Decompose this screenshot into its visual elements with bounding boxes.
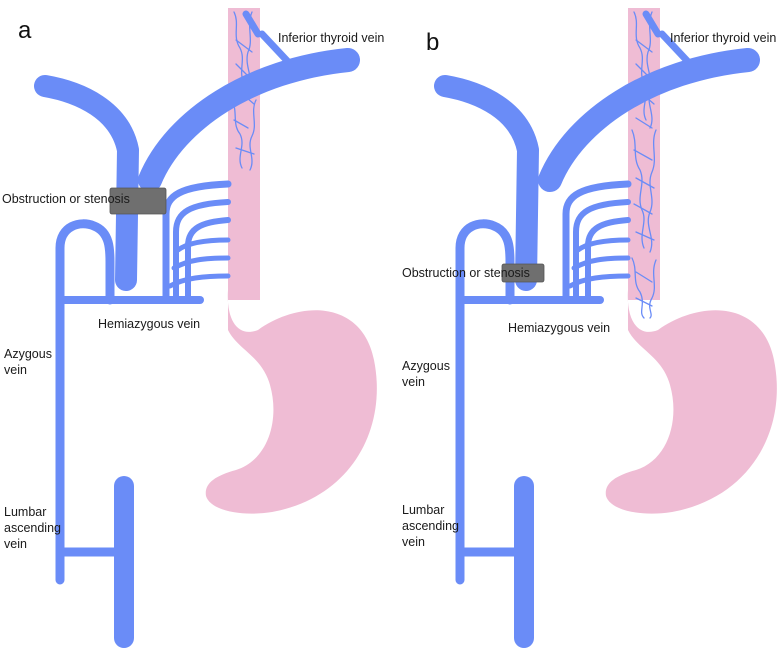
obstruction-block-a <box>109 187 167 215</box>
label-inferior-thyroid-vein-a: Inferior thyroid vein <box>278 31 384 45</box>
label-hemiazygous-vein-b: Hemiazygous vein <box>508 321 610 335</box>
label-lumbar-a-line3: vein <box>4 537 27 551</box>
label-azygous-b-line2: vein <box>402 375 425 389</box>
label-inferior-thyroid-vein-b: Inferior thyroid vein <box>670 31 776 45</box>
label-lumbar-a-line1: Lumbar <box>4 505 46 519</box>
label-hemiazygous-vein-a: Hemiazygous vein <box>98 317 200 331</box>
panel-letter-b: b <box>426 29 439 56</box>
panel-b: b Inferior thyroid vein Obstruction or s… <box>402 8 777 638</box>
panel-letter-a: a <box>18 17 32 44</box>
obstruction-block-b <box>501 263 545 283</box>
label-azygous-b-line1: Azygous <box>402 359 450 373</box>
label-obstruction-b: Obstruction or stenosis <box>402 266 530 280</box>
label-obstruction-a: Obstruction or stenosis <box>2 192 130 206</box>
label-azygous-a-line2: vein <box>4 363 27 377</box>
panel-a: a Inferior thyroid vein Obstruction or s… <box>2 8 384 638</box>
label-lumbar-a-line2: ascending <box>4 521 61 535</box>
label-lumbar-b-line1: Lumbar <box>402 503 444 517</box>
label-azygous-a-line1: Azygous <box>4 347 52 361</box>
label-lumbar-b-line3: vein <box>402 535 425 549</box>
label-lumbar-b-line2: ascending <box>402 519 459 533</box>
